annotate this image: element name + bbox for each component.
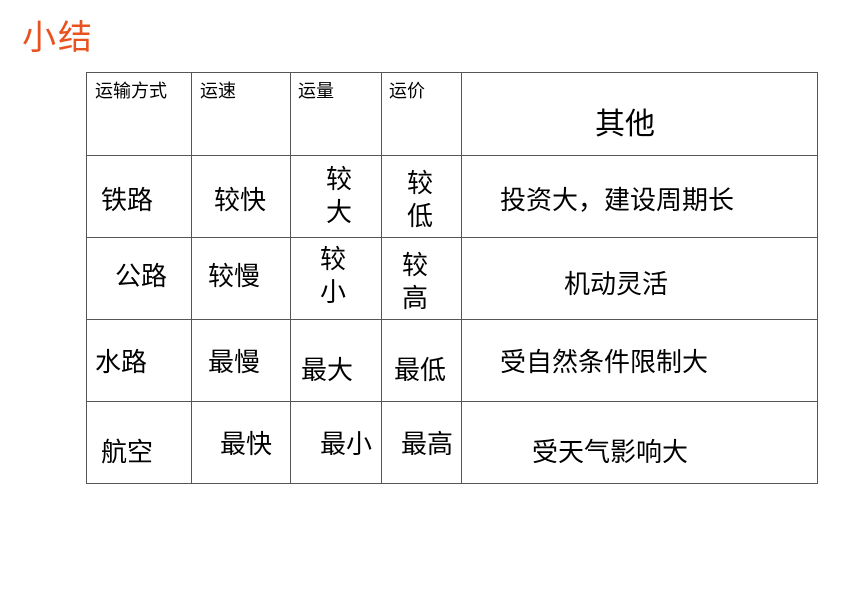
- header-other-label: 其他: [595, 107, 655, 142]
- cell-other: 机动灵活: [461, 237, 818, 320]
- volume-value: 较 大: [326, 164, 352, 229]
- volume-value: 较 小: [320, 244, 346, 309]
- speed-value: 最慢: [208, 348, 261, 378]
- speed-value: 最快: [220, 430, 273, 460]
- table-row: 铁路 较快 较 大 较 低 投资大，建设周期长: [86, 155, 818, 238]
- cell-other: 投资大，建设周期长: [461, 155, 818, 238]
- volume-char-2: 大: [326, 197, 353, 228]
- cell-volume: 较 小: [290, 237, 382, 320]
- cell-speed: 最快: [191, 401, 291, 484]
- volume-char-2: 小: [320, 277, 347, 308]
- transport-summary-table: 运输方式 运速 运量 运价 其他 铁路 较快 较 大 较: [86, 72, 818, 484]
- header-cell-mode: 运输方式: [86, 72, 192, 156]
- price-value: 较 低: [407, 168, 433, 233]
- other-note: 受天气影响大: [532, 438, 689, 468]
- cell-volume: 最小: [290, 401, 382, 484]
- cell-other: 受天气影响大: [461, 401, 818, 484]
- other-note: 投资大，建设周期长: [500, 186, 735, 216]
- table-row: 公路 较慢 较 小 较 高 机动灵活: [86, 237, 818, 320]
- cell-volume: 最大: [290, 319, 382, 402]
- volume-value: 最小: [320, 430, 373, 460]
- mode-label: 航空: [101, 438, 154, 468]
- price-char-2: 高: [402, 283, 429, 314]
- page-title: 小结: [22, 18, 94, 58]
- cell-volume: 较 大: [290, 155, 382, 238]
- cell-other: 受自然条件限制大: [461, 319, 818, 402]
- volume-value: 最大: [301, 356, 354, 386]
- other-note: 受自然条件限制大: [500, 348, 709, 378]
- mode-label: 水路: [95, 348, 148, 378]
- header-cell-price: 运价: [381, 72, 462, 156]
- cell-price: 最高: [381, 401, 462, 484]
- cell-price: 最低: [381, 319, 462, 402]
- cell-mode: 水路: [86, 319, 192, 402]
- volume-char-1: 较: [320, 245, 347, 275]
- header-price-label: 运价: [389, 81, 425, 102]
- price-char-2: 低: [407, 201, 434, 232]
- cell-mode: 铁路: [86, 155, 192, 238]
- price-value: 较 高: [402, 250, 428, 315]
- price-char-1: 较: [407, 169, 434, 199]
- volume-char-1: 较: [326, 165, 353, 195]
- mode-label: 铁路: [101, 186, 154, 216]
- speed-value: 较慢: [208, 262, 261, 292]
- header-cell-volume: 运量: [290, 72, 382, 156]
- price-char-1: 较: [402, 251, 429, 281]
- header-cell-other: 其他: [461, 72, 818, 156]
- price-value: 最高: [401, 430, 454, 460]
- price-value: 最低: [394, 356, 447, 386]
- cell-speed: 较快: [191, 155, 291, 238]
- cell-mode: 公路: [86, 237, 192, 320]
- header-mode-label: 运输方式: [95, 81, 167, 102]
- mode-label: 公路: [115, 262, 168, 292]
- header-speed-label: 运速: [200, 81, 236, 102]
- table-header-row: 运输方式 运速 运量 运价 其他: [86, 72, 818, 156]
- cell-speed: 较慢: [191, 237, 291, 320]
- cell-price: 较 低: [381, 155, 462, 238]
- cell-price: 较 高: [381, 237, 462, 320]
- table-row: 航空 最快 最小 最高 受天气影响大: [86, 401, 818, 484]
- header-volume-label: 运量: [298, 81, 334, 102]
- cell-mode: 航空: [86, 401, 192, 484]
- speed-value: 较快: [214, 186, 267, 216]
- other-note: 机动灵活: [564, 270, 669, 300]
- cell-speed: 最慢: [191, 319, 291, 402]
- header-cell-speed: 运速: [191, 72, 291, 156]
- table-row: 水路 最慢 最大 最低 受自然条件限制大: [86, 319, 818, 402]
